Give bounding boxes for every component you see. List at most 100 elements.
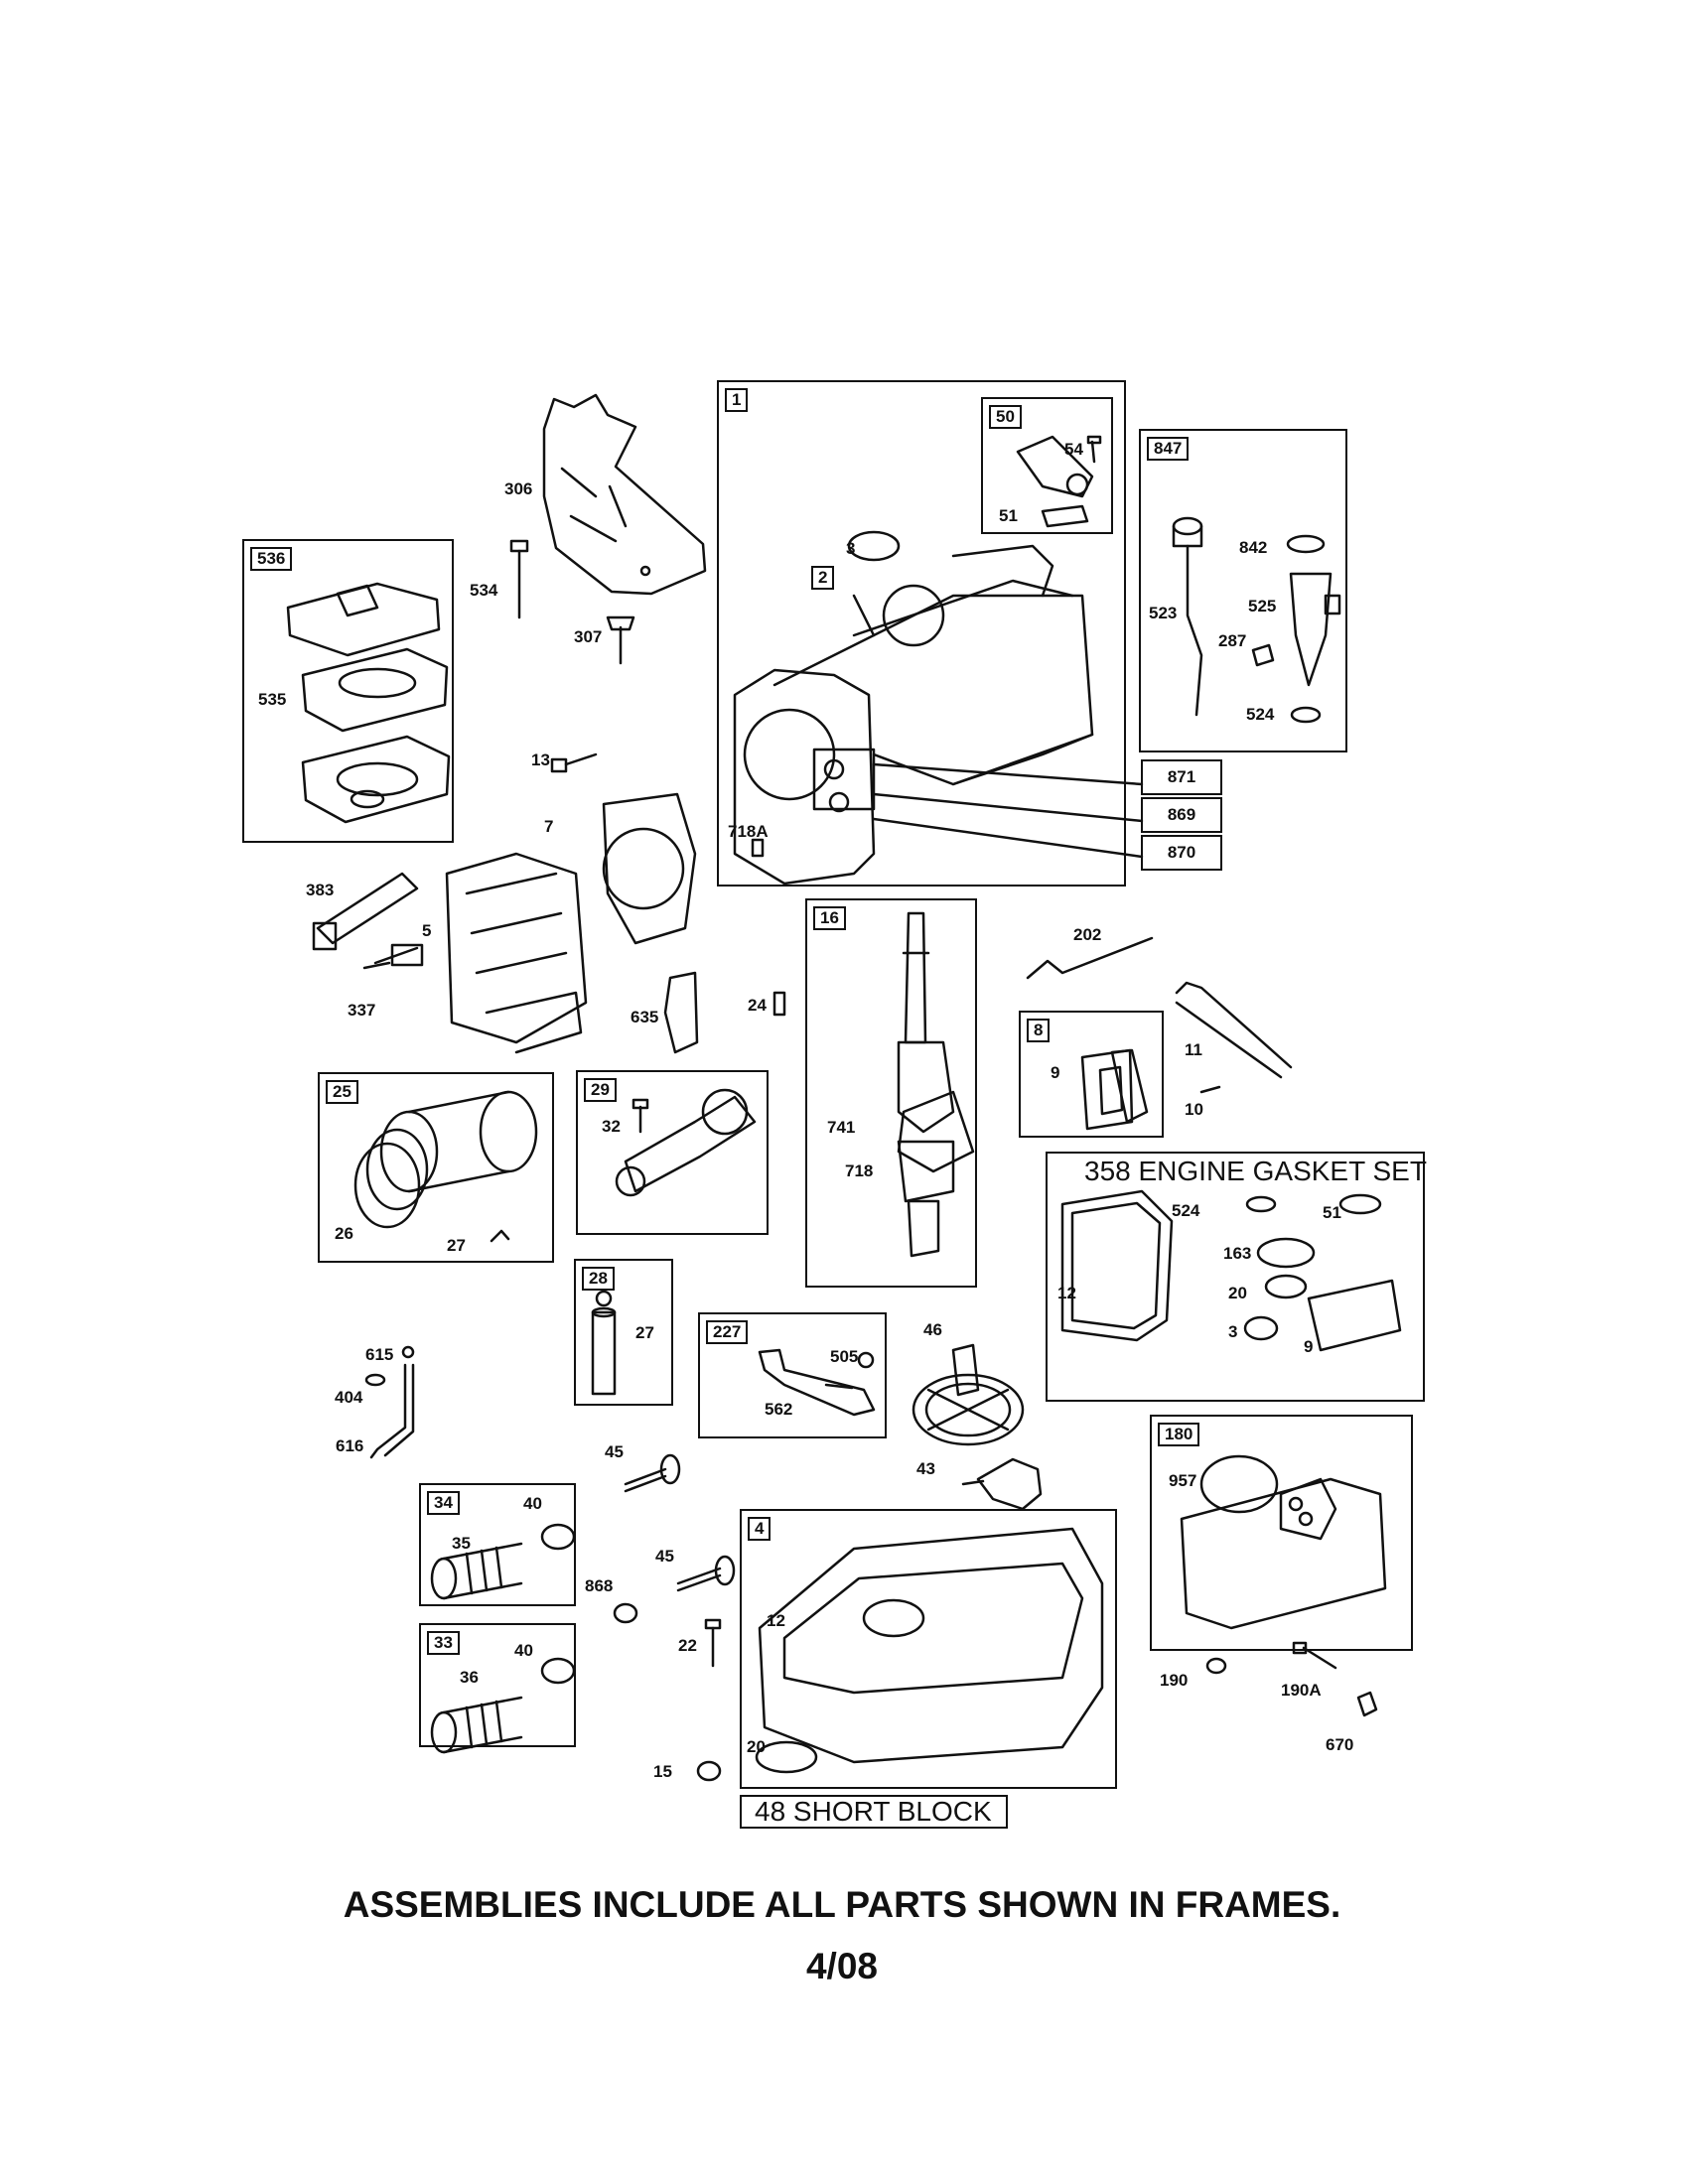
part-label: 523: [1149, 604, 1178, 622]
part-label: 957: [1169, 1471, 1197, 1490]
part-label: 404: [335, 1388, 363, 1407]
crankshaft-drawing: [897, 911, 975, 1258]
frame-tag: 2: [811, 566, 835, 590]
part-label: 842: [1239, 538, 1268, 557]
frame-tag: 1: [725, 388, 749, 412]
breather-drawing: [1016, 435, 1102, 528]
part-label: 616: [336, 1436, 364, 1455]
frame-2: 2: [811, 566, 839, 594]
frame-28: 28: [574, 1259, 673, 1406]
part-label: 3: [1228, 1322, 1238, 1341]
frame-tag: 180: [1158, 1423, 1200, 1446]
part-label: 36: [460, 1668, 479, 1687]
part-label: 718A: [728, 822, 769, 841]
frame-29: 29: [576, 1070, 769, 1235]
frame-33: 33: [419, 1623, 576, 1747]
part-label: 26: [335, 1224, 353, 1243]
plug-and-screw-drawing: [613, 1602, 722, 1782]
frame-tag: 34: [427, 1491, 460, 1515]
part-label: 22: [678, 1636, 697, 1655]
piston-drawing: [353, 1090, 538, 1243]
part-label: 13: [531, 751, 550, 769]
part-label: 307: [574, 627, 603, 646]
part-label: 383: [306, 881, 335, 899]
part-label: 534: [470, 581, 498, 600]
frame-4: 4: [740, 1509, 1117, 1789]
part-label: 868: [585, 1576, 614, 1595]
frame-50: 50: [981, 397, 1113, 534]
part-label: 190: [1160, 1671, 1189, 1690]
muffler-hardware-drawing: [1205, 1641, 1378, 1717]
part-label: 635: [631, 1008, 659, 1026]
connecting-rod-drawing: [615, 1088, 757, 1197]
callout-869: 869: [1141, 797, 1222, 833]
part-label: 741: [827, 1118, 856, 1137]
short-block-title: 48 SHORT BLOCK: [755, 1796, 992, 1827]
frame-227: 227: [698, 1312, 887, 1438]
valve-spring-drawing: [430, 1523, 576, 1754]
part-label: 10: [1185, 1100, 1203, 1119]
part-label: 32: [602, 1117, 621, 1136]
frame-tag: 28: [582, 1267, 615, 1291]
frame-gasket-set: [1046, 1152, 1425, 1402]
part-label: 670: [1326, 1735, 1354, 1754]
dipstick-drawing: [1172, 516, 1341, 724]
misc-small-parts-drawing: [312, 872, 786, 1054]
part-label: 163: [1223, 1244, 1252, 1263]
part-label: 40: [523, 1494, 542, 1513]
part-label: 5: [422, 921, 432, 940]
frame-16: 16: [805, 898, 977, 1288]
part-label: 40: [514, 1641, 533, 1660]
part-label: 3: [846, 539, 856, 558]
part-label: 9: [1051, 1063, 1060, 1082]
part-label: 190A: [1281, 1681, 1322, 1700]
part-label: 615: [365, 1345, 394, 1364]
frame-tag: 16: [813, 906, 846, 930]
frame-tag: 847: [1147, 437, 1190, 461]
footer-date: 4/08: [805, 1946, 878, 1986]
cylinder-head-drawing: [445, 752, 697, 1054]
frame-34: 34: [419, 1483, 576, 1606]
muffler-drawing: [1180, 1454, 1387, 1630]
frame-tag: 29: [584, 1078, 617, 1102]
part-label: 24: [748, 996, 767, 1015]
engine-gasket-drawing: [1060, 1189, 1402, 1352]
frame-tag: 536: [250, 547, 293, 571]
screw-307-drawing: [606, 615, 635, 665]
short-block-title-box: [740, 1795, 1008, 1829]
part-label: 15: [653, 1762, 672, 1781]
governor-assembly-drawing: [961, 1457, 1043, 1511]
part-label: 535: [258, 690, 287, 709]
part-label: 20: [747, 1737, 766, 1756]
part-label: 20: [1228, 1284, 1247, 1302]
part-label: 51: [1323, 1203, 1341, 1222]
part-label: 718: [845, 1161, 874, 1180]
frame-tag: 25: [326, 1080, 358, 1104]
air-filter-drawing: [286, 582, 451, 824]
frame-tag: 4: [748, 1517, 772, 1541]
valve-tappet-drawing: [624, 1453, 736, 1592]
oil-tube-drawing: [364, 1345, 415, 1459]
part-label: 43: [916, 1459, 935, 1478]
part-label: 12: [1057, 1284, 1076, 1302]
part-label: 46: [923, 1320, 942, 1339]
frame-536: 536: [242, 539, 454, 843]
frame-1: 1: [717, 380, 1126, 887]
part-label: 11: [1185, 1040, 1202, 1059]
part-label: 35: [452, 1534, 471, 1553]
frame-25: 25: [318, 1072, 554, 1263]
part-label: 337: [348, 1001, 376, 1020]
engine-block-drawing: [733, 530, 1144, 886]
part-label: 524: [1172, 1201, 1200, 1220]
frame-8: 8: [1019, 1011, 1164, 1138]
frame-tag: 8: [1027, 1019, 1051, 1042]
frame-tag: 50: [989, 405, 1022, 429]
part-label: 12: [767, 1611, 785, 1630]
governor-lever-drawing: [758, 1348, 876, 1417]
part-label: 505: [830, 1347, 859, 1366]
part-label: 54: [1064, 440, 1083, 459]
piston-pin-drawing: [591, 1290, 617, 1396]
part-label: 202: [1073, 925, 1102, 944]
